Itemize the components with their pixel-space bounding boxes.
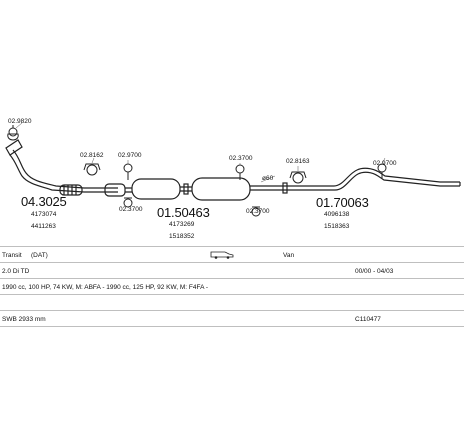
part-label-5: 02.3700 [229, 155, 253, 162]
hanger-4-icon [123, 197, 133, 208]
rear-muffler [191, 177, 251, 201]
main-part-ref1-2: 4173269 [169, 221, 195, 228]
vehicle-model: Transit [2, 252, 22, 259]
diameter-label: ø60 [262, 175, 274, 182]
part-label-2: 02.8162 [80, 152, 104, 159]
main-part-ref1-3: 4096138 [324, 211, 350, 218]
middle-muffler [131, 178, 181, 200]
info-row-model: Transit (DAT) Van [0, 246, 464, 263]
main-part-code-3: 01.70063 [316, 195, 369, 210]
front-flange [5, 139, 23, 156]
info-row-engine: 2.0 Di TD 00/00 - 04/03 [0, 262, 464, 279]
vehicle-model-code: (DAT) [31, 252, 48, 259]
hanger-2-icon [83, 163, 101, 176]
vehicle-wheelbase: SWB 2933 mm [2, 316, 46, 323]
part-label-1: 02.9820 [8, 118, 32, 125]
vehicle-engine: 2.0 Di TD [2, 268, 30, 275]
info-row-wheelbase: SWB 2933 mm C110477 [0, 310, 464, 327]
catalog-number: C110477 [355, 316, 381, 323]
main-part-ref1-1: 4173074 [31, 211, 57, 218]
main-part-ref2-3: 1518363 [324, 223, 350, 230]
van-icon [210, 250, 234, 261]
front-pipe [9, 154, 85, 193]
vehicle-specs: 1990 cc, 100 HP, 74 KW, M: ABFA - 1990 c… [2, 284, 209, 291]
hanger-7-icon [289, 171, 307, 184]
main-part-code-2: 01.50463 [157, 205, 210, 220]
part-label-7: 02.8163 [286, 158, 310, 165]
vehicle-type: Van [283, 252, 295, 259]
main-part-ref2-2: 1518352 [169, 233, 195, 240]
table-bottom-border [0, 326, 464, 327]
hanger-3-icon [123, 163, 133, 180]
pre-muffler [104, 183, 126, 197]
vehicle-years: 00/00 - 04/03 [355, 268, 394, 275]
flex-pipe [59, 184, 83, 196]
hanger-6-icon [251, 206, 261, 217]
part-label-3: 02.9700 [118, 152, 142, 159]
info-row-empty [0, 294, 464, 311]
hanger-1-icon [7, 125, 19, 141]
part-label-4: 02.3700 [119, 206, 143, 213]
info-row-specs: 1990 cc, 100 HP, 74 KW, M: ABFA - 1990 c… [0, 278, 464, 295]
main-part-ref2-1: 4411263 [31, 223, 56, 230]
part-label-6: 02.3700 [246, 208, 270, 215]
main-part-code-1: 04.3025 [21, 194, 67, 209]
exhaust-diagram: 02.9820 02.8162 02.9700 02.3700 02.3700 … [5, 118, 461, 240]
part-label-8: 02.9700 [373, 160, 397, 167]
exhaust-drawing [5, 122, 461, 217]
tail-pipe [286, 171, 460, 191]
